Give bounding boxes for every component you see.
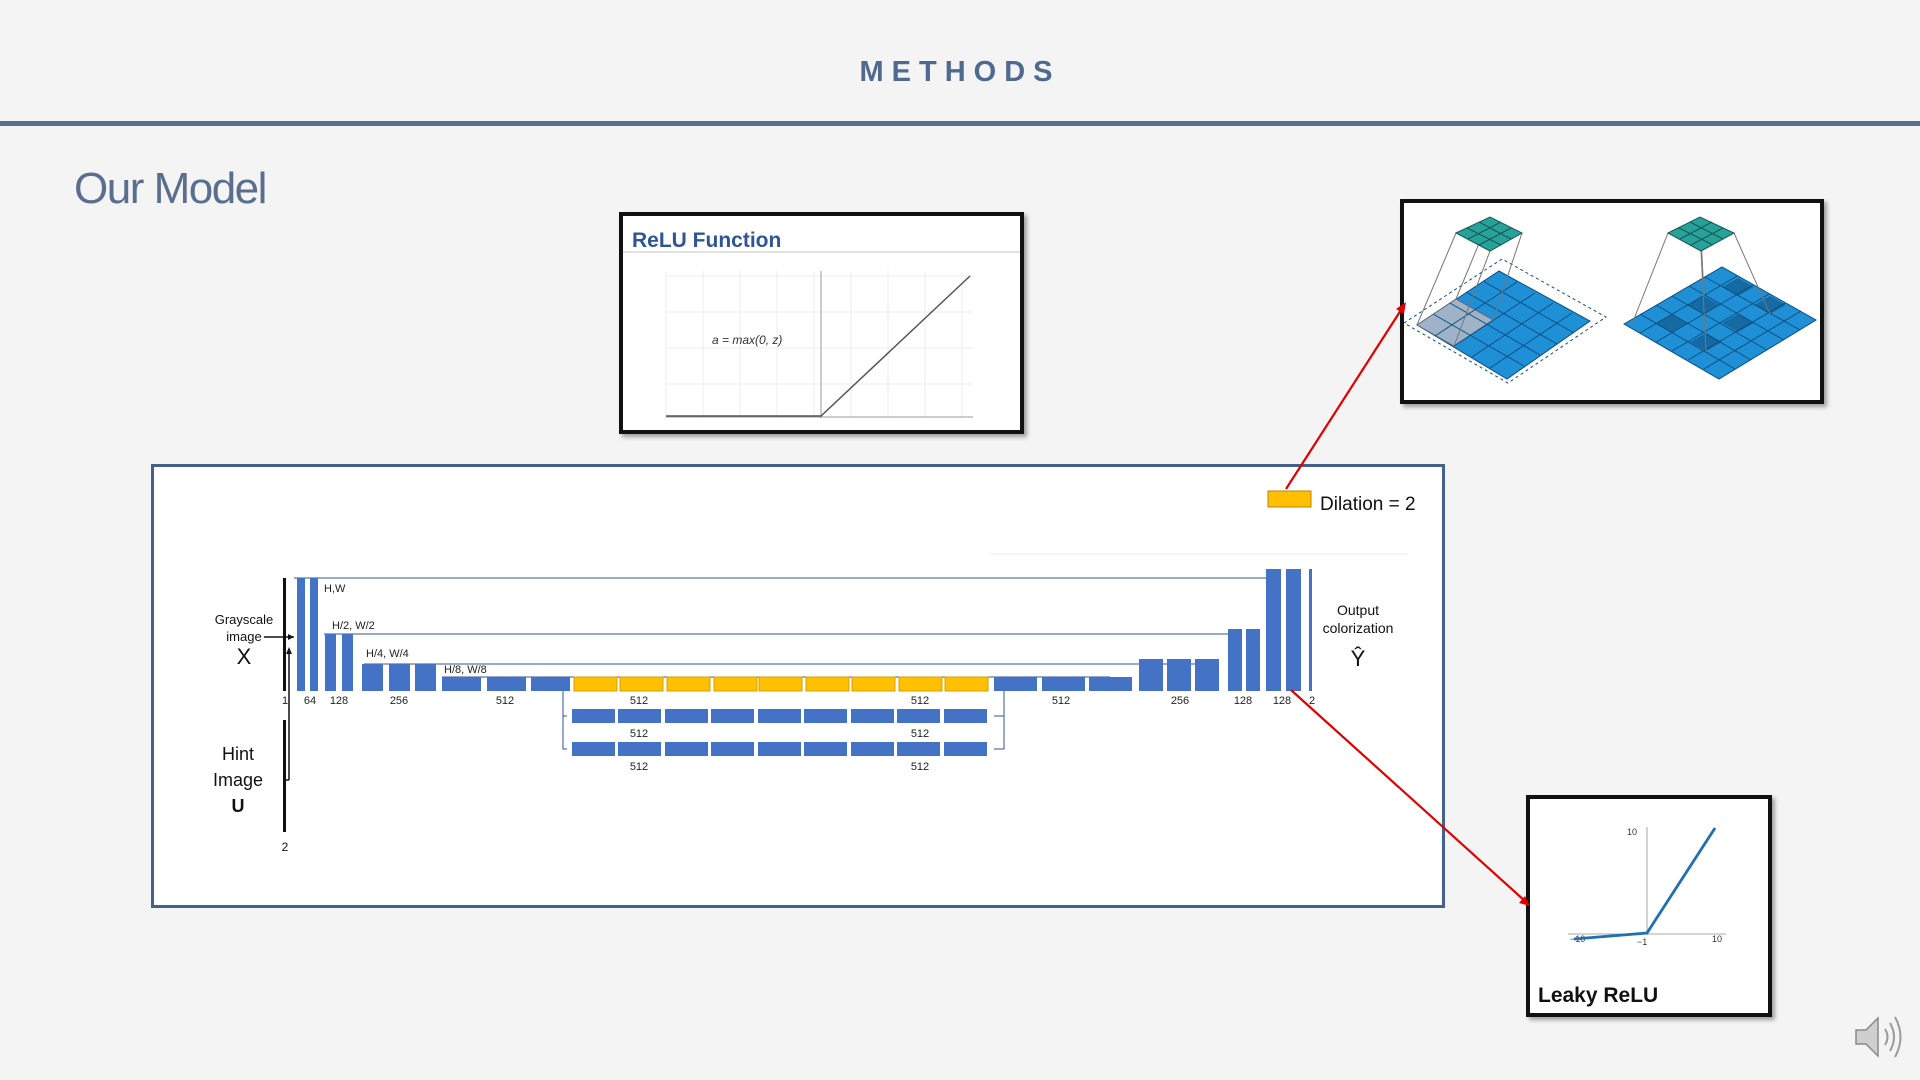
hint-label-line2: Image [213, 770, 263, 790]
output-label-line2: colorization [1323, 620, 1394, 636]
slide-heading: Our Model [74, 164, 267, 213]
scale-label-eighth: H/8, W/8 [444, 664, 487, 676]
slide-header: METHODS [0, 0, 1920, 126]
branch-label-3: 512 [630, 761, 648, 773]
section-title: METHODS [859, 56, 1061, 88]
input-label-line2: image [226, 629, 261, 644]
input-symbol: X [237, 644, 252, 669]
dilation-callout-arrow [1285, 309, 1402, 490]
leaky-tick-top: 10 [1627, 827, 1637, 837]
dilated-convolution-panel [1400, 199, 1824, 404]
leaky-relu-panel: 10 −10 −1 10 Leaky ReLU [1526, 795, 1772, 1017]
leaky-tick-right: 10 [1712, 934, 1722, 944]
channel-label-512-dilated-b: 512 [911, 695, 929, 707]
branch-label-2: 512 [911, 728, 929, 740]
branch-label-4: 512 [911, 761, 929, 773]
channel-label-128: 128 [330, 695, 348, 707]
dilated-convolution-illustration [1403, 216, 1817, 384]
speaker-icon[interactable] [1852, 1012, 1908, 1067]
channel-label-256: 256 [390, 695, 408, 707]
channel-label-512: 512 [496, 695, 514, 707]
scale-label-quarter: H/4, W/4 [366, 648, 409, 660]
output-symbol: Ŷ [1351, 646, 1366, 671]
hint-symbol: U [232, 796, 245, 816]
architecture-diagram-frame: Dilation = 2 [151, 464, 1445, 908]
header-divider [0, 121, 1920, 126]
architecture-diagram: Dilation = 2 [213, 490, 1416, 854]
channel-label-256-decoder: 256 [1171, 695, 1189, 707]
channel-label-512-dilated-a: 512 [630, 695, 648, 707]
leaky-relu-graph: 10 −10 −1 10 Leaky ReLU [1538, 827, 1726, 1007]
channel-label-128-decoder-a: 128 [1234, 695, 1252, 707]
hint-label-line1: Hint [222, 744, 254, 764]
channel-label-512-decoder: 512 [1052, 695, 1070, 707]
branch-label-1: 512 [630, 728, 648, 740]
input-channel-label: 1 [282, 695, 288, 707]
output-channel-label: 2 [1309, 695, 1315, 707]
relu-title: ReLU Function [632, 229, 781, 252]
leaky-tick-mid: −1 [1637, 937, 1647, 947]
leaky-relu-label: Leaky ReLU [1538, 984, 1658, 1007]
output-label-line1: Output [1337, 602, 1379, 618]
input-label-line1: Grayscale [215, 612, 274, 627]
relu-graph: ReLU Function a = max(0, z) [623, 229, 1020, 418]
channel-label-64: 64 [304, 695, 316, 707]
relu-formula: a = max(0, z) [712, 333, 782, 347]
scale-label-full: H,W [324, 583, 346, 595]
hint-channel-label: 2 [282, 840, 289, 854]
dilation-legend-swatch [1267, 490, 1312, 508]
scale-label-half: H/2, W/2 [332, 620, 375, 632]
dilation-legend-label: Dilation = 2 [1320, 494, 1416, 515]
channel-label-128-decoder-b: 128 [1273, 695, 1291, 707]
relu-panel: ReLU Function a = max(0, z) [619, 212, 1024, 434]
